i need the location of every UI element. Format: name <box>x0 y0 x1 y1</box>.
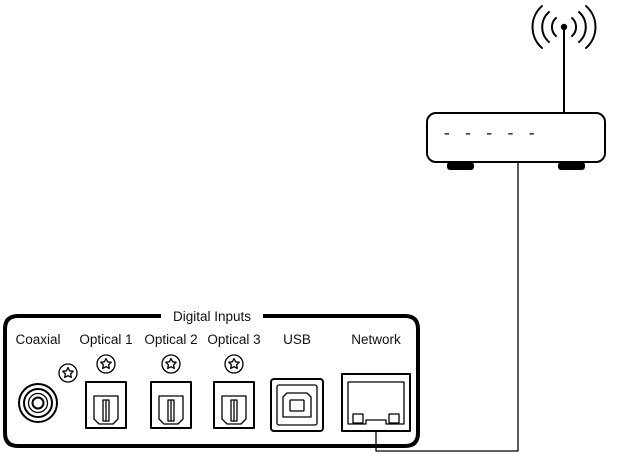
label-optical-1: Optical 1 <box>79 332 132 347</box>
panel-title: Digital Inputs <box>173 309 251 324</box>
wifi-antenna-icon <box>531 5 597 114</box>
toslink-port-icon <box>213 381 255 429</box>
label-optical-3: Optical 3 <box>207 332 260 347</box>
router-foot-right <box>558 162 585 170</box>
device-rear-panel: Digital Inputs Coaxial Optical 1 Optical… <box>3 309 420 448</box>
screw-icon <box>224 354 244 374</box>
toslink-port-icon <box>85 381 127 429</box>
router: - - - - - <box>426 5 606 170</box>
panel-outline <box>3 314 420 448</box>
label-coaxial: Coaxial <box>15 332 60 347</box>
screw-icon <box>58 363 78 383</box>
rca-jack-icon <box>18 383 58 423</box>
network-cable <box>375 162 519 452</box>
screw-icon <box>96 354 116 374</box>
router-body <box>426 112 606 163</box>
toslink-port-icon <box>150 381 192 429</box>
label-network: Network <box>351 332 401 347</box>
label-optical-2: Optical 2 <box>144 332 197 347</box>
screw-icon <box>161 354 181 374</box>
router-foot-left <box>447 162 474 170</box>
router-indicator-lights: - - - - - <box>442 125 537 143</box>
ethernet-port-icon <box>341 373 411 432</box>
usb-b-port-icon <box>270 378 324 432</box>
label-usb: USB <box>283 332 311 347</box>
